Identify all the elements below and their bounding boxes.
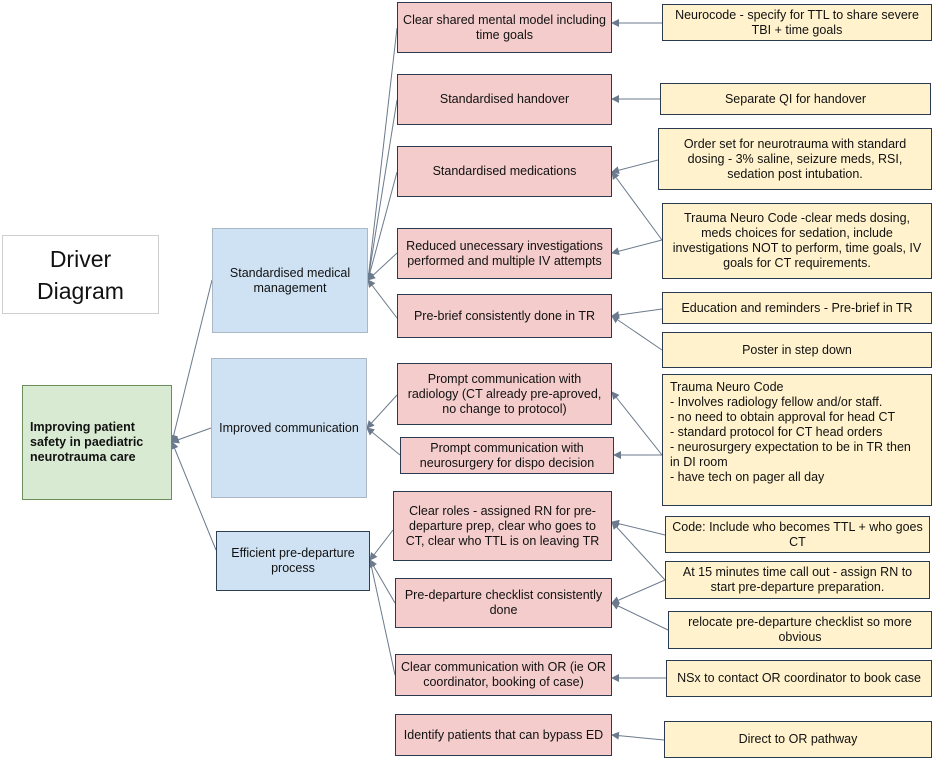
change-idea-5: Education and reminders - Pre-brief in T… xyxy=(662,292,932,324)
link-change-7a xyxy=(611,391,663,456)
secondary-driver-11: Identify patients that can bypass ED xyxy=(395,714,612,756)
link-change-4a xyxy=(611,171,663,241)
primary-driver-2: Improved communication xyxy=(211,358,367,498)
link-sec-7 xyxy=(366,427,401,456)
change-idea-4: Trauma Neuro Code -clear meds dosing, me… xyxy=(662,203,932,279)
link-sec-1 xyxy=(364,27,398,281)
link-primary-2-to-aim xyxy=(171,427,212,444)
change-idea-12: Direct to OR pathway xyxy=(664,721,932,758)
link-sec-2 xyxy=(365,99,398,281)
secondary-driver-1: Clear shared mental model including time… xyxy=(397,2,612,53)
link-change-4b xyxy=(611,239,663,256)
change-idea-8: Code: Include who becomes TTL + who goes… xyxy=(665,516,930,553)
link-sec-6 xyxy=(366,394,398,429)
link-change-8 xyxy=(611,519,666,536)
link-sec-8 xyxy=(369,529,394,561)
secondary-driver-10: Clear communication with OR (ie OR coord… xyxy=(395,654,612,696)
link-change-5 xyxy=(611,308,663,319)
change-idea-11: NSx to contact OR coordinator to book ca… xyxy=(666,660,932,697)
link-sec-9 xyxy=(369,559,396,604)
link-change-3 xyxy=(611,159,659,175)
link-sec-3 xyxy=(365,171,398,281)
secondary-driver-2: Standardised handover xyxy=(397,74,612,125)
link-change-12 xyxy=(611,731,665,741)
secondary-driver-3: Standardised medications xyxy=(397,146,612,197)
link-sec-5 xyxy=(367,279,398,319)
secondary-driver-7: Prompt communication with neurosurgery f… xyxy=(400,437,614,474)
change-idea-10: relocate pre-departure checklist so more… xyxy=(668,611,932,649)
secondary-driver-4: Reduced unecessary investigations perfor… xyxy=(397,228,612,279)
link-change-9b xyxy=(611,579,666,604)
link-sec-4 xyxy=(367,252,398,281)
link-change-9a xyxy=(611,521,666,581)
diagram-title: Driver Diagram xyxy=(2,235,159,314)
secondary-driver-6: Prompt communication with radiology (CT … xyxy=(397,363,612,425)
primary-driver-3: Efficient pre-departure process xyxy=(216,531,370,591)
link-primary-3-to-aim xyxy=(170,441,217,551)
change-idea-2: Separate QI for handover xyxy=(660,83,931,115)
link-primary-1-to-aim xyxy=(169,279,213,443)
aim-box: Improving patient safety in paediatric n… xyxy=(22,385,172,500)
secondary-driver-8: Clear roles - assigned RN for pre-depart… xyxy=(393,491,612,561)
link-change-10 xyxy=(611,602,669,631)
change-idea-9: At 15 minutes time call out - assign RN … xyxy=(665,561,930,599)
primary-driver-1: Standardised medical management xyxy=(212,228,368,333)
link-change-6 xyxy=(611,315,663,351)
secondary-driver-5: Pre-brief consistently done in TR xyxy=(397,294,612,338)
change-idea-1: Neurocode - specify for TTL to share sev… xyxy=(662,4,932,41)
change-idea-7: Trauma Neuro Code - Involves radiology f… xyxy=(662,374,932,506)
link-sec-10 xyxy=(367,559,396,676)
secondary-driver-9: Pre-departure checklist consistently don… xyxy=(395,578,612,628)
change-idea-3: Order set for neurotrauma with standard … xyxy=(658,128,932,190)
change-idea-6: Poster in step down xyxy=(662,332,932,368)
